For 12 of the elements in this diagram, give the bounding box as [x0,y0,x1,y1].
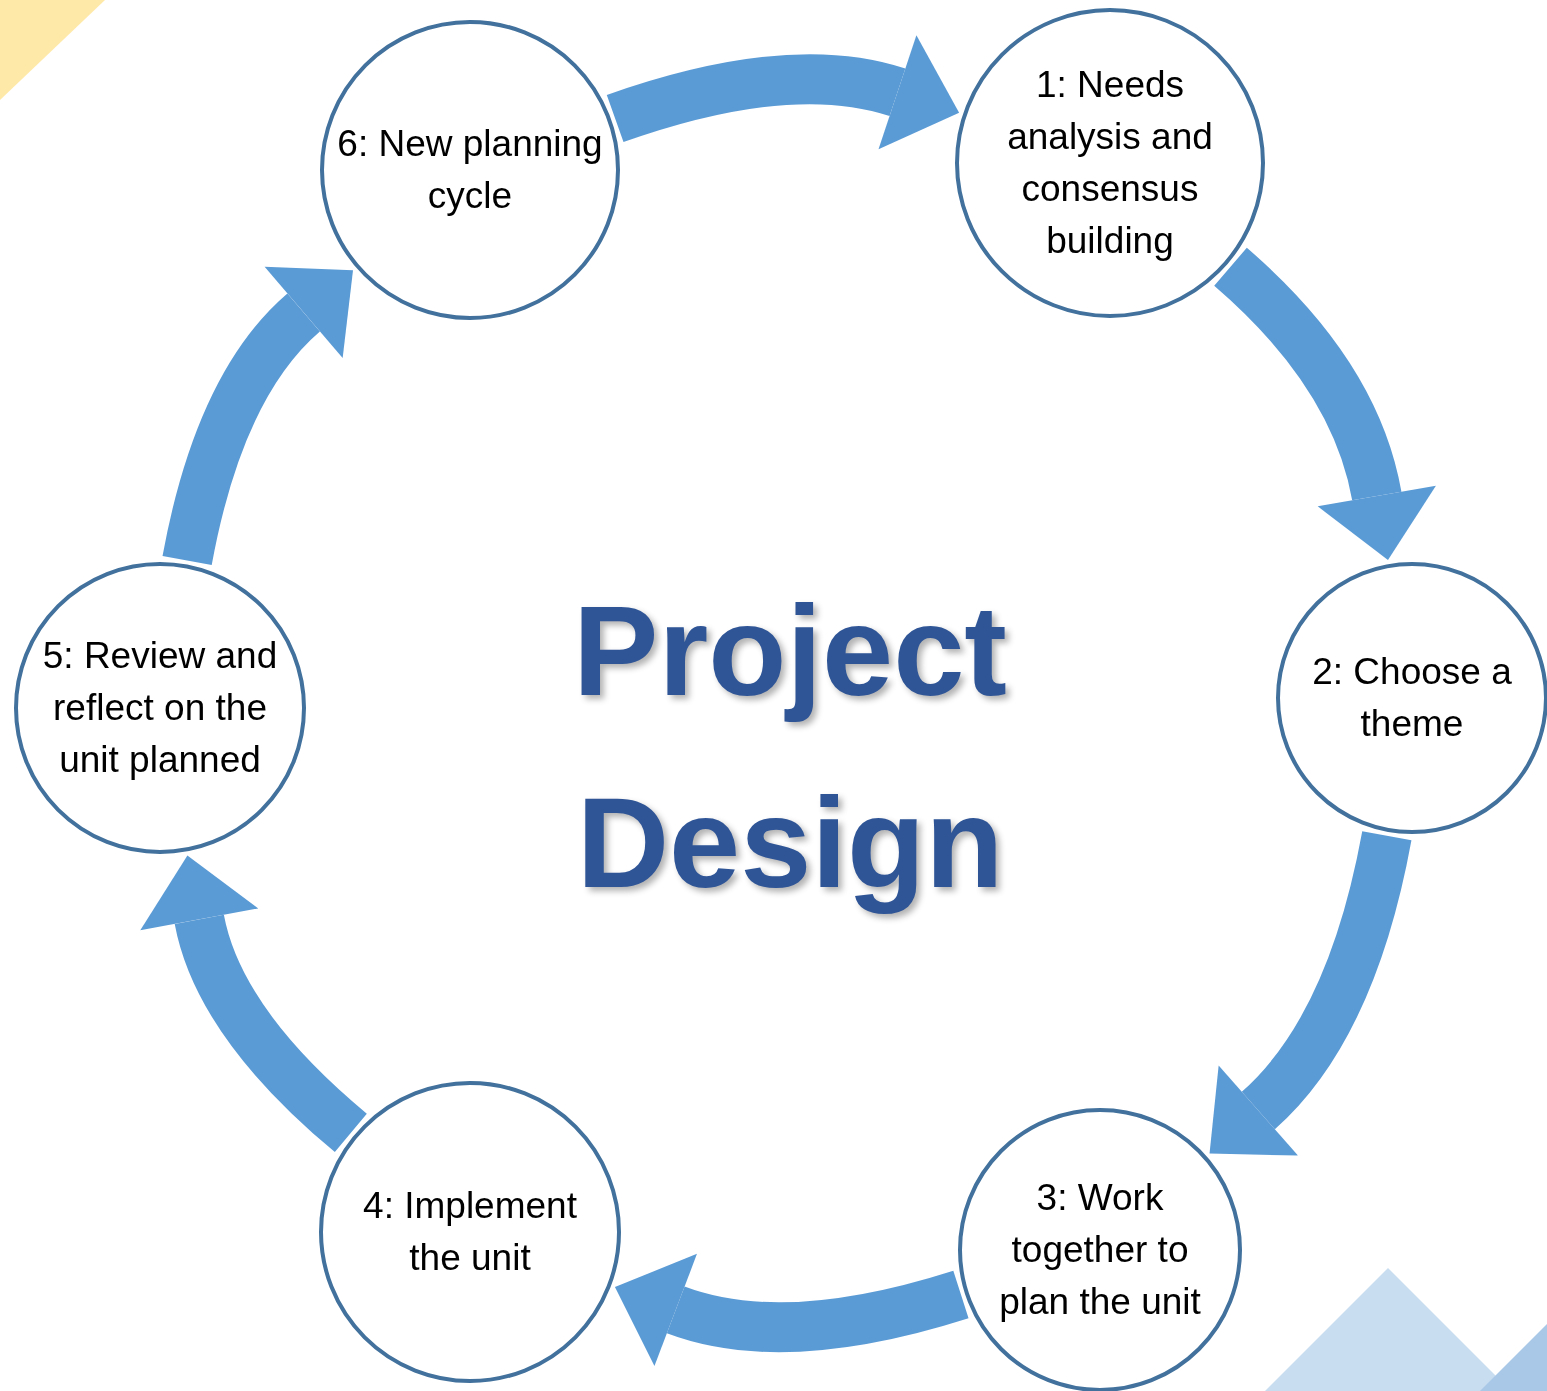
diagram-title: Project Design [572,578,1008,916]
step-label: 1: Needs analysis and consensus building [1006,63,1214,263]
cycle-arrow [140,856,368,1152]
cycle-arrow [162,268,352,566]
step-label: 3: Work together to plan the unit [998,1176,1202,1324]
step-label: 6: New planning cycle [336,122,604,218]
step-label: 4: Implement the unit [362,1184,578,1280]
step-label: 2: Choose a theme [1311,650,1513,746]
step-label: 5: Review and reflect on the unit planned [41,634,279,782]
cycle-arrow [607,34,960,150]
cycle-arrow [614,1253,969,1367]
cycle-arrow [1211,830,1412,1156]
